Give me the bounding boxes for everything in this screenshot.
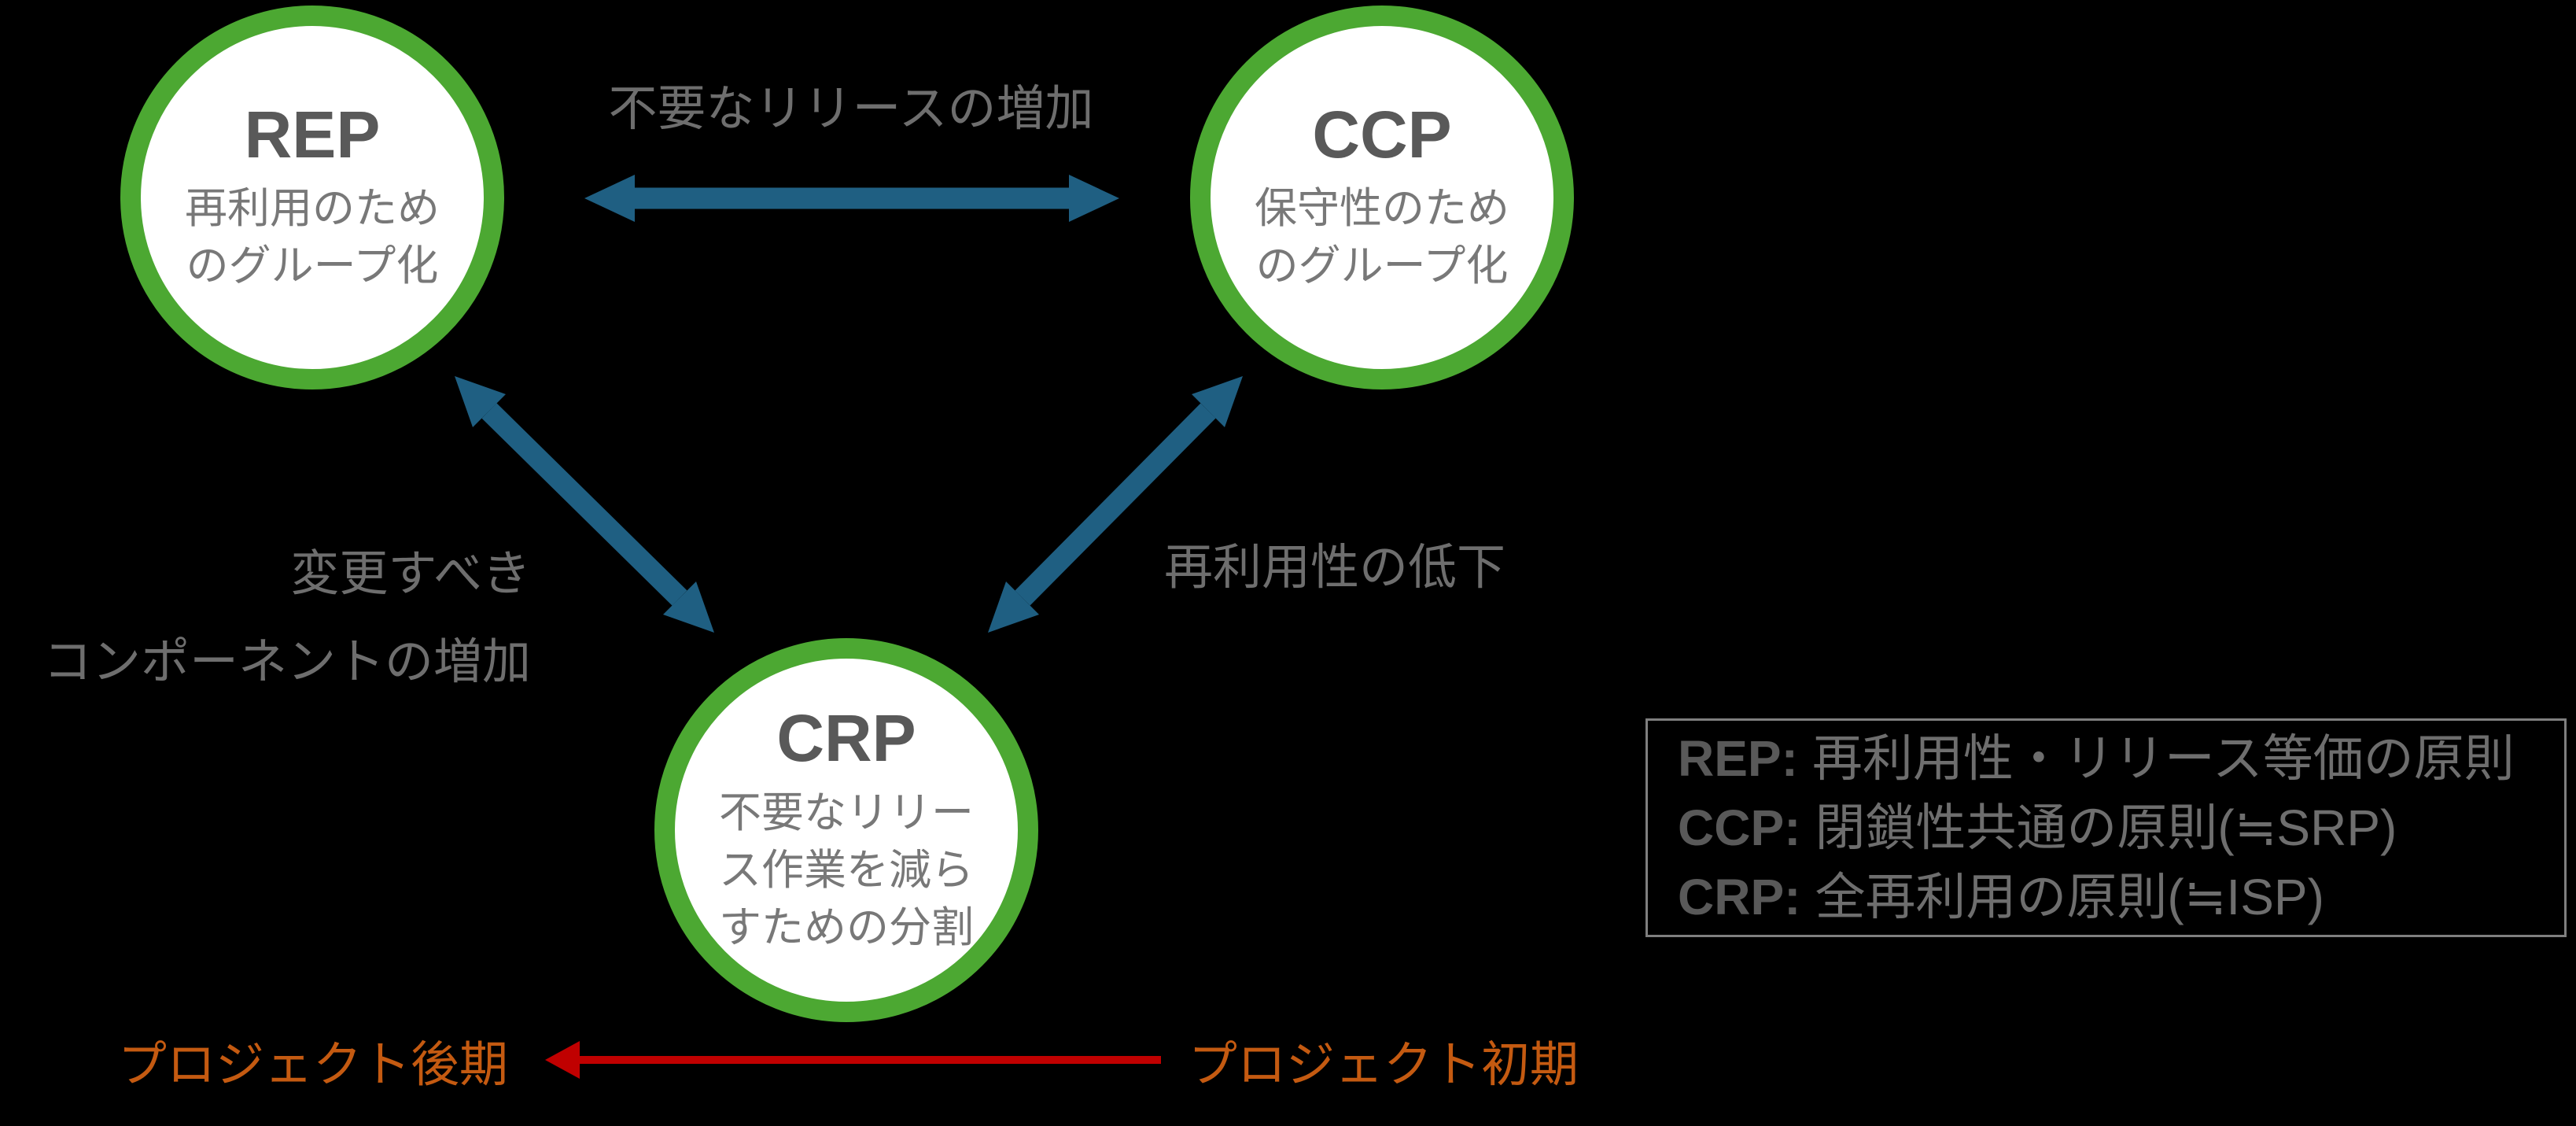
legend-abbr-ccp: CCP: [1678, 799, 1801, 856]
crp-subtitle-line-3: すための分割 [719, 903, 974, 951]
legend-text-ccp: 閉鎖性共通の原則(≒SRP) [1815, 799, 2397, 856]
rep-crp-double-arrow [455, 376, 714, 633]
ccp-crp-arrow-body [1015, 403, 1216, 606]
rep-crp-arrowhead-top [455, 376, 506, 427]
rep-ccp-arrowhead-left [584, 175, 635, 222]
ccp-subtitle: 保守性のため のグループ化 [1255, 180, 1509, 295]
rep-subtitle-line-1: 再利用のため [185, 185, 440, 233]
timeline-arrow [545, 1041, 1161, 1079]
timeline-arrowhead-left [545, 1041, 580, 1079]
rep-subtitle-line-2: のグループ化 [186, 242, 439, 290]
legend-row-ccp: CCP:閉鎖性共通の原則(≒SRP) [1678, 793, 2564, 862]
ccp-subtitle-line-1: 保守性のため [1255, 185, 1509, 233]
ccp-crp-arrowhead-top [1192, 376, 1243, 427]
rep-crp-arrow-body [481, 403, 687, 606]
legend-text-crp: 全再利用の原則(≒ISP) [1815, 869, 2324, 925]
legend-text-rep: 再利用性・リリース等価の原則 [1811, 730, 2515, 787]
ccp-crp-double-arrow [988, 376, 1243, 633]
rep-subtitle: 再利用のため のグループ化 [185, 180, 440, 295]
rep-node: REP 再利用のため のグループ化 [120, 6, 504, 389]
ccp-crp-edge-label: 再利用性の低下 [1163, 541, 1506, 595]
legend-row-rep: REP:再利用性・リリース等価の原則 [1678, 724, 2564, 793]
rep-crp-arrowhead-bottom [663, 581, 714, 633]
crp-subtitle: 不要なリリー ス作業を減ら すための分割 [719, 785, 974, 957]
crp-node: CRP 不要なリリー ス作業を減ら すための分割 [654, 638, 1038, 1022]
crp-subtitle-line-1: 不要なリリー [719, 788, 974, 836]
ccp-title: CCP [1312, 97, 1452, 172]
ccp-crp-arrowhead-bottom [988, 581, 1039, 633]
ccp-node: CCP 保守性のため のグループ化 [1190, 6, 1574, 389]
ccp-subtitle-line-2: のグループ化 [1255, 242, 1509, 290]
rep-crp-edge-label: 変更すべき コンポーネントの増加 [43, 530, 531, 707]
rep-crp-edge-label-line-2: コンポーネントの増加 [42, 635, 531, 689]
timeline-late-label: プロジェクト後期 [118, 1038, 509, 1092]
rep-ccp-edge-label: 不要なリリースの増加 [608, 82, 1094, 136]
rep-title: REP [244, 97, 381, 172]
crp-subtitle-line-2: ス作業を減ら [719, 846, 974, 894]
legend-abbr-crp: CRP: [1678, 869, 1801, 925]
crp-title: CRP [776, 701, 916, 776]
rep-crp-edge-label-line-1: 変更すべき [290, 547, 531, 601]
legend-box: REP:再利用性・リリース等価の原則 CCP:閉鎖性共通の原則(≒SRP) CR… [1645, 718, 2567, 937]
legend-abbr-rep: REP: [1678, 730, 1798, 787]
rep-ccp-arrowhead-right [1069, 175, 1119, 222]
legend-row-crp: CRP:全再利用の原則(≒ISP) [1678, 862, 2564, 932]
rep-ccp-double-arrow [584, 175, 1119, 222]
timeline-early-label: プロジェクト初期 [1188, 1038, 1579, 1092]
